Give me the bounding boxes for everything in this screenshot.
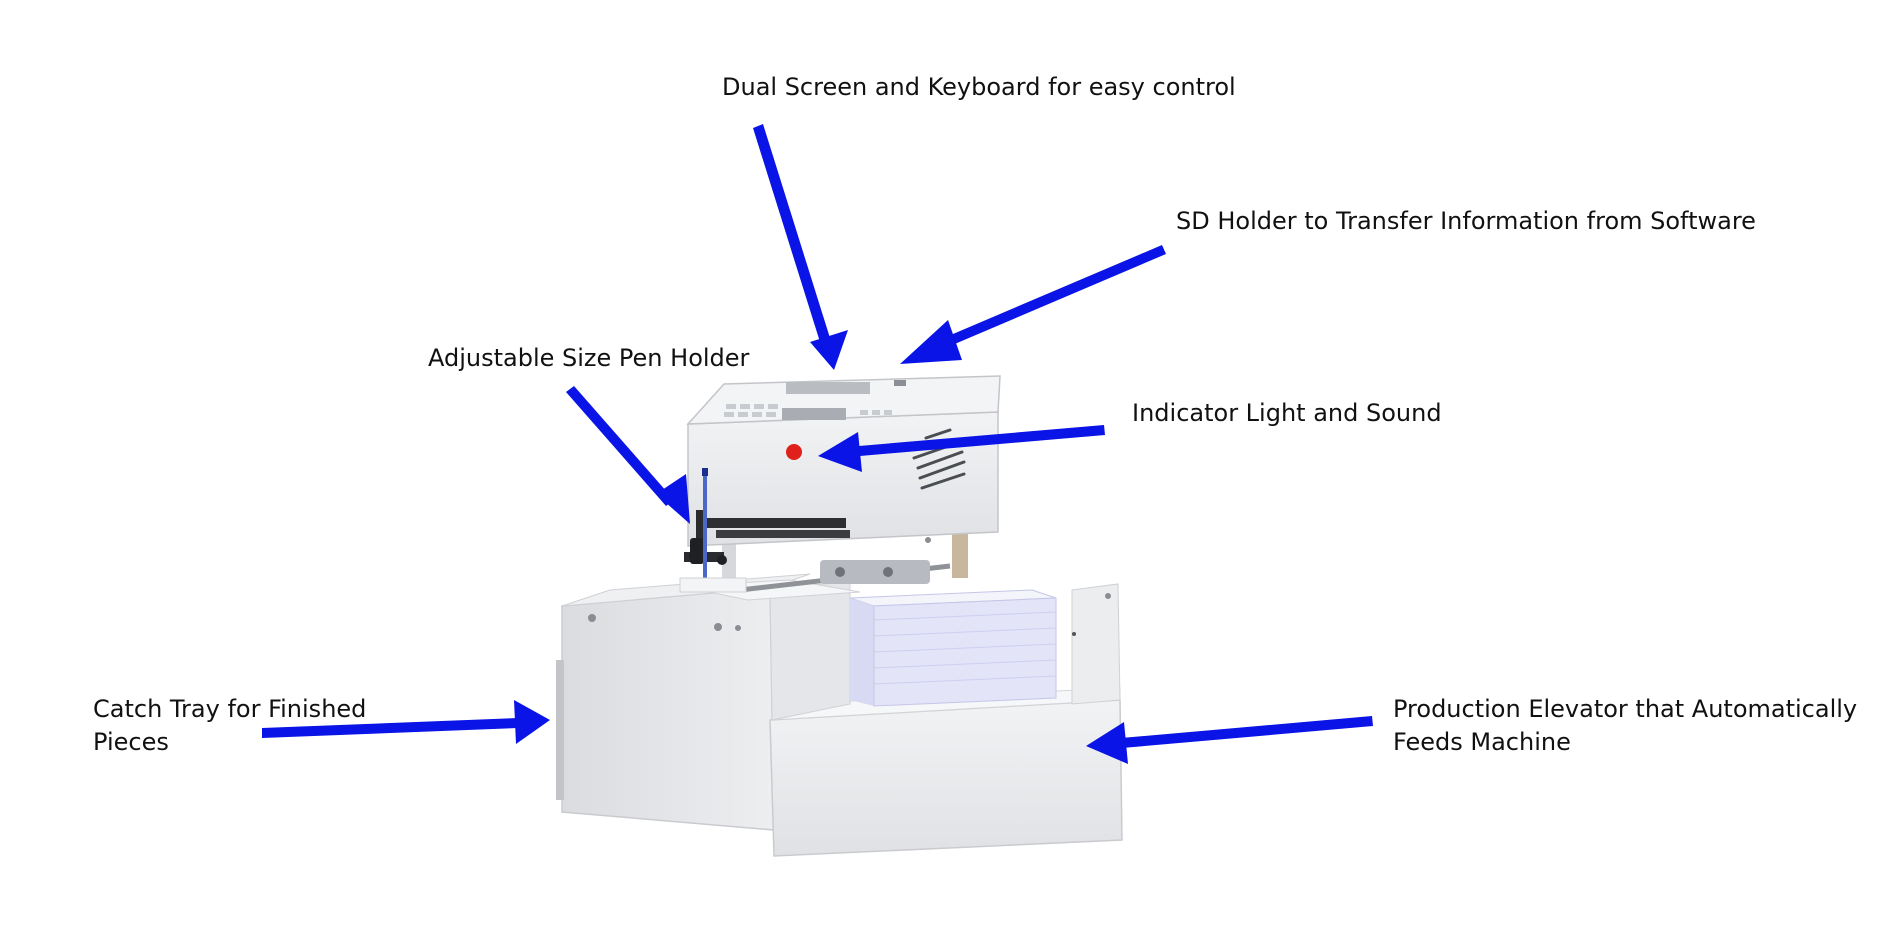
arrow-pen-holder	[566, 386, 690, 524]
label-sd-holder: SD Holder to Transfer Information from S…	[1176, 207, 1756, 235]
paper-stack	[849, 589, 1057, 707]
arrow-indicator	[818, 425, 1105, 472]
arrow-elevator	[1086, 716, 1373, 764]
label-elevator-line2: Feeds Machine	[1393, 728, 1571, 756]
label-catch-tray: Catch Tray for Finished Pieces	[93, 693, 366, 759]
pen-holder-assembly	[679, 468, 850, 593]
label-dual-screen: Dual Screen and Keyboard for easy contro…	[722, 73, 1236, 101]
sd-card-slot	[894, 380, 906, 386]
arrow-dual-screen	[753, 124, 848, 370]
front-screen-display	[782, 408, 846, 420]
arrow-catch-tray	[262, 700, 550, 744]
pen	[703, 470, 707, 580]
label-catch-tray-line1: Catch Tray for Finished	[93, 695, 367, 723]
top-screen-display	[786, 382, 870, 394]
label-elevator-line1: Production Elevator that Automatically	[1393, 695, 1858, 723]
label-pen-holder: Adjustable Size Pen Holder	[428, 344, 750, 372]
label-catch-tray-line2: Pieces	[93, 728, 169, 756]
indicator-light	[786, 444, 802, 460]
label-production-elevator: Production Elevator that Automatically F…	[1393, 693, 1857, 759]
label-indicator-light: Indicator Light and Sound	[1132, 399, 1442, 427]
arrow-sd-holder	[900, 245, 1166, 364]
keypad	[724, 404, 892, 417]
callout-arrows	[262, 124, 1373, 764]
